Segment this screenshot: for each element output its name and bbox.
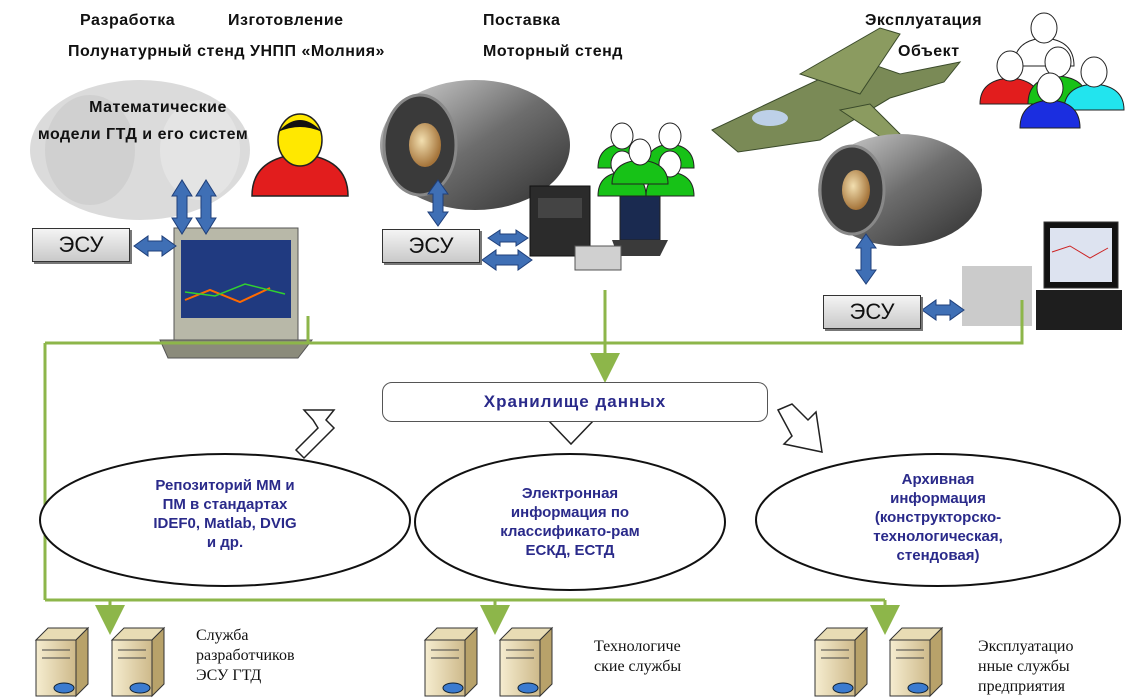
ops-service-line: предприятия	[978, 678, 1065, 695]
team-people-icon	[597, 122, 695, 197]
math-models-line-2: модели ГТД и его систем	[37, 126, 249, 143]
dev-service-label: Служба разработчиков ЭСУ ГТД	[196, 626, 295, 686]
electronic-info-line: информация по	[510, 504, 630, 521]
dev-service-line: ЭСУ ГТД	[196, 667, 262, 684]
archive-info-line: Архивная	[901, 471, 975, 488]
operators-people-icon	[979, 12, 1125, 129]
header-supply: Поставка	[483, 12, 561, 29]
engine-ghost-image	[30, 80, 250, 220]
repository-line: IDEF0, Matlab, DVIG	[153, 515, 297, 532]
electronic-info-line: ЕСКД, ЕСТД	[525, 542, 615, 559]
engine-stand-equipment-image	[529, 185, 668, 271]
esu-box-object: ЭСУ	[823, 295, 921, 329]
ops-service-line: Эксплуатацио	[978, 638, 1074, 655]
repository-text: Репозиторий ММ и ПМ в стандартах IDEF0, …	[90, 476, 360, 552]
header-object: Объект	[898, 43, 960, 60]
developer-person-icon	[251, 113, 349, 197]
esu-box-dev: ЭСУ	[32, 228, 130, 262]
math-models-line-1: Математические	[89, 99, 227, 116]
ellipse-shapes	[39, 453, 1121, 591]
header-hil-stand: Полунатурный стенд УНПП «Молния»	[68, 43, 385, 60]
data-storage-box: Хранилище данных	[382, 382, 768, 422]
engine-test-image	[380, 80, 570, 210]
repository-line: ПМ в стандартах	[162, 496, 288, 513]
server-icons	[34, 626, 944, 698]
dev-service-line: разработчиков	[196, 647, 295, 664]
hollow-arrows	[294, 403, 823, 460]
archive-info-line: информация	[890, 490, 986, 507]
electronic-info-text: Электронная информация по классификато-р…	[450, 484, 690, 560]
tech-service-label: Технологиче ские службы	[594, 637, 681, 677]
engine-object-image	[818, 134, 982, 246]
field-laptop-image	[962, 221, 1122, 330]
esu-box-stand: ЭСУ	[382, 229, 480, 263]
ops-service-line: нные службы	[978, 658, 1070, 675]
archive-info-line: технологическая,	[873, 528, 1003, 545]
repository-line: Репозиторий ММ и	[155, 477, 295, 494]
ops-service-label: Эксплуатацио нные службы предприятия	[978, 637, 1073, 697]
electronic-info-line: Электронная	[521, 485, 619, 502]
tech-service-line: ские службы	[594, 658, 682, 675]
header-engine-stand: Моторный стенд	[483, 43, 623, 60]
blue-arrows	[133, 179, 965, 321]
header-operation: Эксплуатация	[865, 12, 983, 29]
repository-line: и др.	[206, 534, 244, 551]
hil-stand-computer-image	[159, 227, 314, 359]
archive-info-line: (конструкторско-	[874, 509, 1002, 526]
header-development: Разработка	[80, 12, 176, 29]
electronic-info-line: классификато-рам	[500, 523, 640, 540]
header-manufacturing: Изготовление	[228, 12, 344, 29]
tech-service-line: Технологиче	[594, 638, 681, 655]
archive-info-line: стендовая)	[896, 547, 980, 564]
green-connectors	[43, 290, 1024, 635]
dev-service-line: Служба	[196, 627, 249, 644]
archive-info-text: Архивная информация (конструкторско- тех…	[828, 470, 1048, 565]
